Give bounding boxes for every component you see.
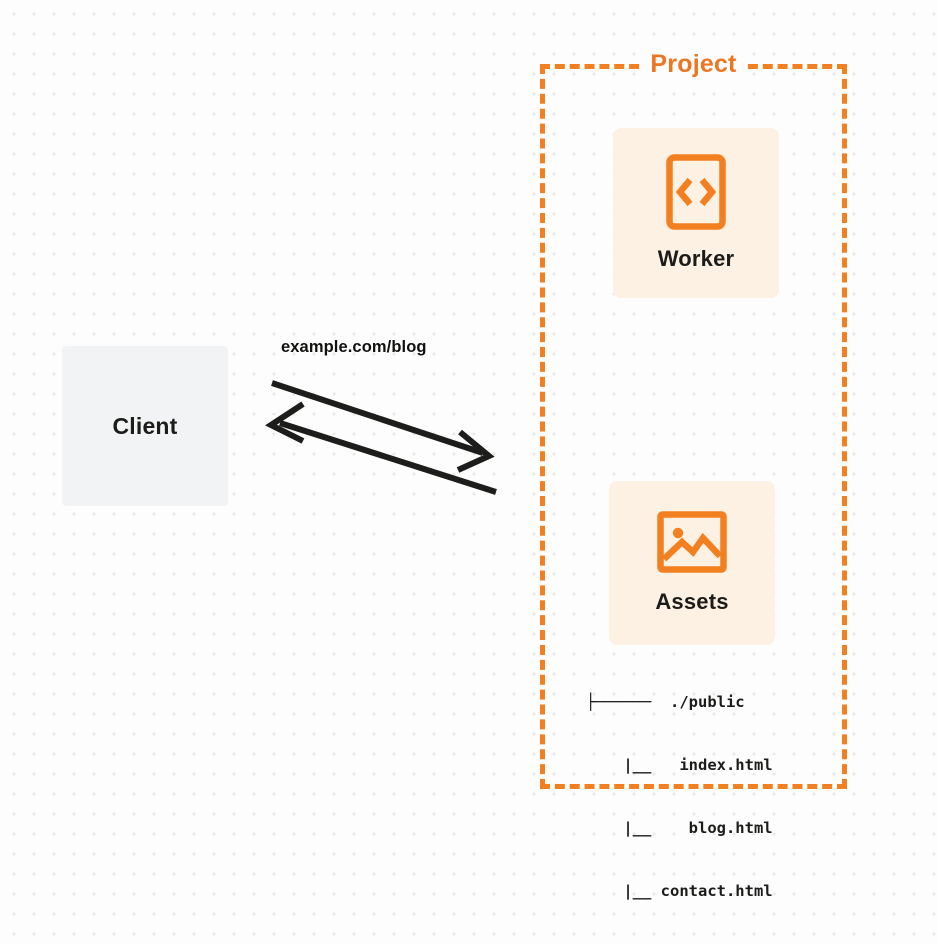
node-worker-label: Worker (657, 246, 735, 271)
node-assets[interactable]: Assets (609, 481, 775, 645)
node-assets-label: Assets (655, 589, 729, 614)
arrows-svg (264, 380, 497, 495)
connection-arrows (255, 365, 515, 510)
image-icon (657, 511, 727, 573)
diagram-canvas: Client example.com/blog Project (62, 50, 847, 900)
arrow-outbound (271, 380, 495, 473)
tree-row: |__ blog.html (586, 819, 773, 837)
node-worker[interactable]: Worker (613, 128, 779, 298)
code-brackets-icon (666, 154, 726, 230)
arrow-inbound (264, 401, 497, 495)
project-title: Project (540, 50, 847, 79)
node-client[interactable]: Client (62, 346, 228, 506)
node-client-label: Client (112, 412, 178, 439)
project-title-text: Project (644, 50, 743, 78)
connection-label: example.com/blog (281, 338, 427, 356)
tree-row: |__ index.html (586, 756, 773, 774)
tree-row: ├────── ./public (586, 693, 745, 711)
assets-file-tree: ├────── ./public |__ index.html |__ blog… (586, 650, 773, 944)
tree-row: |__ contact.html (586, 882, 773, 900)
